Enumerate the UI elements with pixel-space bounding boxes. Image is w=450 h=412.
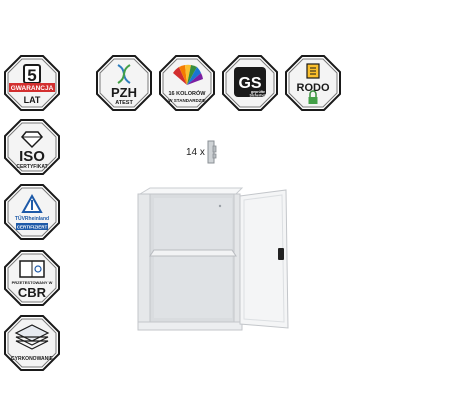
iso-sub-text: CERTYFIKAT <box>16 164 47 170</box>
galvanized-text: CYRKONOWANIE <box>11 356 54 362</box>
pzh-sub-text: ATEST <box>115 100 133 106</box>
lock-icon <box>278 248 284 260</box>
cabinet-product-image <box>136 186 296 332</box>
tuv-line2-text: CERTIFIZIERT <box>17 225 48 230</box>
iso-main-text: ISO <box>19 148 45 165</box>
tuv-triangle-icon <box>21 193 43 213</box>
tuv-rheinland-badge: TÜVRheinland CERTIFIZIERT <box>4 184 60 240</box>
warranty-5-years-badge: 5 GWARANCJA LAT <box>4 55 60 111</box>
test-cabinet-icon <box>19 260 45 278</box>
mounting-clip-icon <box>207 140 217 164</box>
gs-main-text: GS <box>238 75 261 92</box>
pzh-main-text: PZH <box>111 85 137 100</box>
mounting-clip-group: 14 x <box>186 140 220 166</box>
warranty-unit-text: LAT <box>24 95 41 105</box>
rodo-badge: RODO <box>285 55 341 111</box>
dna-icon <box>117 64 131 84</box>
layers-icon <box>14 324 50 350</box>
gs-sub1-text: geprüfte <box>251 90 265 94</box>
colors-line2-text: W STANDARDZIE <box>168 98 205 103</box>
warranty-number: 5 <box>27 66 36 85</box>
gs-safety-badge: GS geprüfte Sicherheit <box>222 55 278 111</box>
document-icon <box>306 63 320 79</box>
warranty-ribbon-text: GWARANCJA <box>11 85 54 92</box>
rodo-main-text: RODO <box>297 82 330 94</box>
colors-line1-text: 16 KOLORÓW <box>169 89 207 97</box>
galvanized-coating-badge: CYRKONOWANIE <box>4 315 60 371</box>
cbr-tested-badge: PRZETESTOWANY W CBR <box>4 250 60 306</box>
cbr-small-text: PRZETESTOWANY W <box>12 280 53 285</box>
tuv-line1-text: TÜVRheinland <box>15 215 49 222</box>
diamond-icon <box>20 131 44 149</box>
gs-sub2-text: Sicherheit <box>250 94 268 98</box>
iso-certificate-badge: ISO CERTYFIKAT <box>4 119 60 175</box>
color-fan-icon <box>173 64 203 85</box>
pzh-atest-badge: PZH ATEST <box>96 55 152 111</box>
clip-quantity-label: 14 x <box>186 147 205 158</box>
padlock-icon <box>308 90 318 104</box>
sixteen-colors-badge: 16 KOLORÓW W STANDARDZIE <box>159 55 215 111</box>
cbr-main-text: CBR <box>18 285 47 300</box>
